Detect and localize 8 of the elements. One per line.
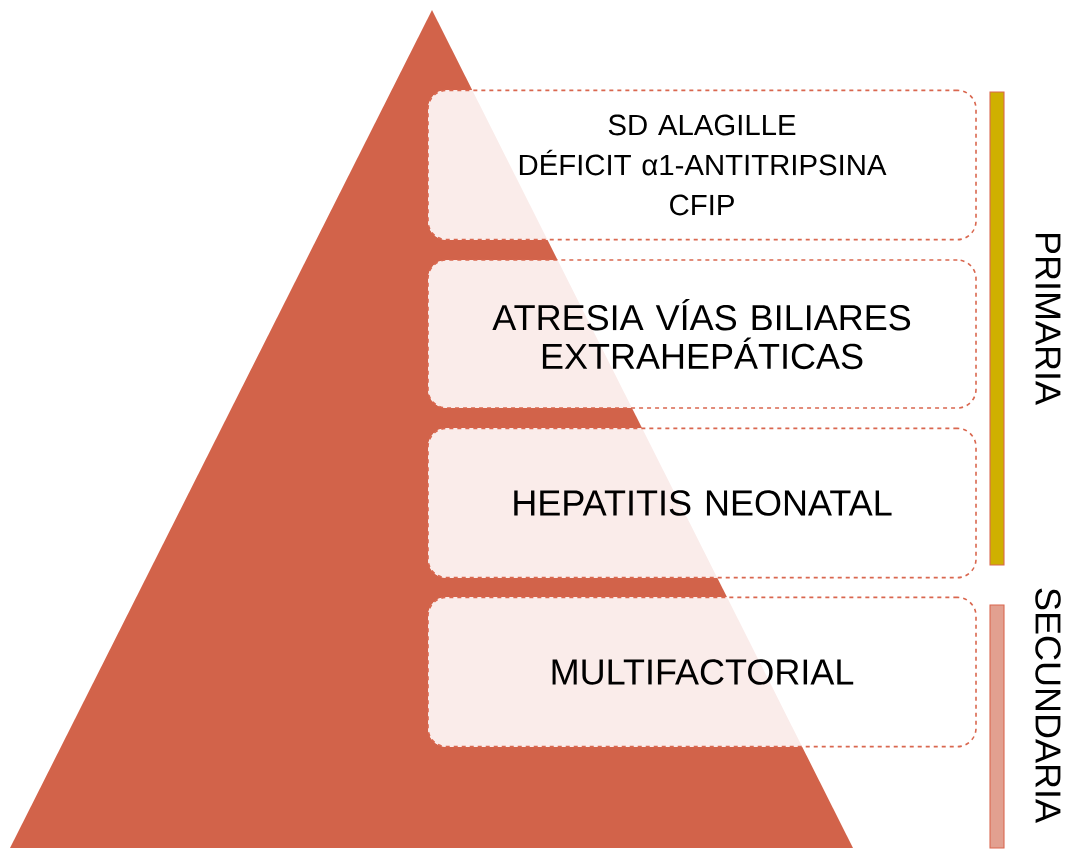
category-box: HEPATITIS NEONATAL — [427, 427, 977, 579]
side-label: PRIMARIA — [1035, 233, 1061, 405]
bracket-bar — [989, 91, 1005, 566]
category-box: ATRESIA VÍAS BILIARES EXTRAHEPÁTICAS — [427, 259, 977, 409]
category-box: SD ALAGILLE DÉFICIT α1-ANTITRIPSINA CFIP — [427, 89, 977, 241]
category-box: MULTIFACTORIAL — [427, 596, 977, 748]
side-label: SECUNDARIA — [1035, 588, 1061, 823]
bracket-bar — [989, 604, 1005, 849]
